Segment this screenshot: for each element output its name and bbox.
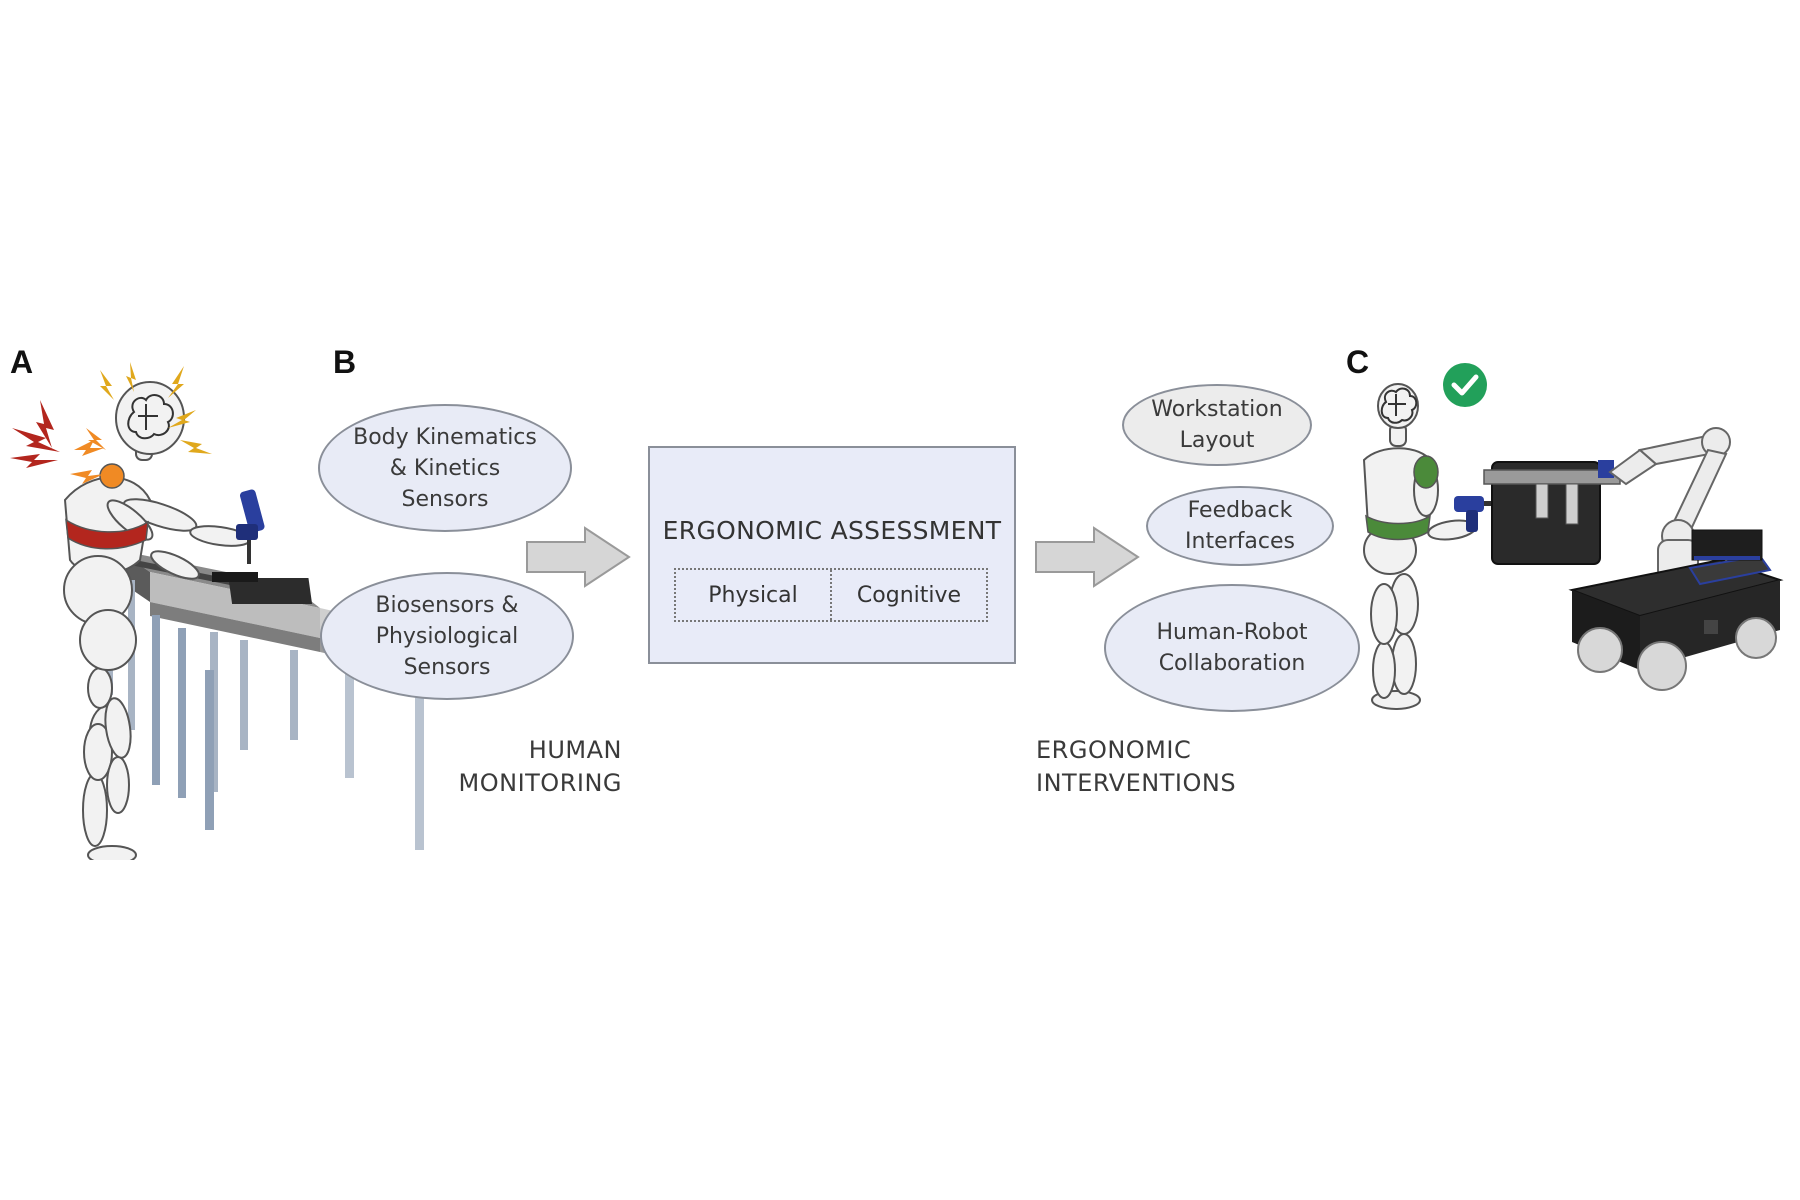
lightning-bolt-icon [10, 362, 212, 484]
physical-category: Physical [708, 582, 798, 608]
ergonomic-assessment-title: ERGONOMIC ASSESSMENT [662, 516, 1002, 545]
workstation-layout-ellipse: Workstation Layout [1122, 384, 1312, 466]
human-monitoring-label: HUMAN MONITORING [420, 734, 622, 800]
mobile-robot-base [1568, 529, 1784, 691]
human-monitoring-line2: MONITORING [458, 769, 622, 797]
workstation-layout-label: Workstation Layout [1151, 397, 1283, 453]
healthy-waist-band [1365, 514, 1431, 541]
ergonomic-assessment-box: ERGONOMIC ASSESSMENT Physical Cognitive [648, 446, 1016, 664]
human-robot-collaboration-label: Human-Robot Collaboration [1156, 620, 1308, 676]
shoulder-strain-dot [99, 463, 125, 489]
human-robot-collaboration-ellipse: Human-Robot Collaboration [1104, 584, 1360, 712]
brain-icon [1380, 387, 1418, 424]
upright-worker-figure [1362, 383, 1477, 710]
biosensors-label: Biosensors & Physiological Sensors [375, 592, 519, 680]
worker-figure [63, 381, 251, 860]
ergonomic-interventions-line1: ERGONOMIC [1036, 736, 1192, 764]
panel-label-c: C [1346, 344, 1370, 380]
body-kinematics-sensors-label: Body Kinematics & Kinetics Sensors [353, 424, 537, 512]
brain-icon [127, 394, 174, 440]
feedback-interfaces-label: Feedback Interfaces [1185, 498, 1295, 554]
ergonomic-interventions-label: ERGONOMIC INTERVENTIONS [1036, 734, 1256, 800]
panel-label-b: B [333, 344, 357, 380]
healthy-shoulder-marker [1413, 455, 1439, 489]
arrow-to-assessment [526, 526, 631, 588]
feedback-interfaces-ellipse: Feedback Interfaces [1146, 486, 1334, 566]
ergonomic-interventions-line2: INTERVENTIONS [1036, 769, 1237, 797]
cognitive-category: Cognitive [830, 570, 986, 620]
check-circle-icon [1443, 363, 1487, 407]
lower-back-strain-band [65, 518, 149, 550]
assessment-categories: Physical Cognitive [674, 568, 988, 622]
drill-tool [236, 489, 265, 564]
biosensors-ellipse: Biosensors & Physiological Sensors [320, 572, 574, 700]
workpiece-panel [1483, 460, 1621, 565]
body-kinematics-sensors-ellipse: Body Kinematics & Kinetics Sensors [318, 404, 572, 532]
arrow-to-interventions [1035, 526, 1140, 588]
human-monitoring-line1: HUMAN [528, 736, 622, 764]
panel-label-a: A [10, 344, 34, 380]
scene-c-human-robot-collaboration [1362, 383, 1784, 710]
